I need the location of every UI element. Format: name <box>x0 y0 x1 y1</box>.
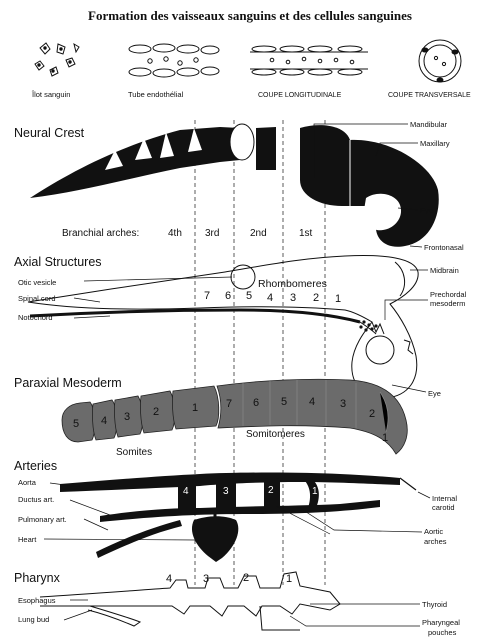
arch-3rd-label: 3rd <box>205 228 219 239</box>
pharyngeal-label: Pharyngeal <box>422 618 460 627</box>
notochord <box>29 308 377 335</box>
somites-label: Somites <box>116 447 152 458</box>
rhombomere-numbers: 7 6 5 4 3 2 1 <box>204 290 341 305</box>
aorta-label: Aorta <box>18 478 37 487</box>
tube-endothelial-sketch <box>128 43 220 78</box>
somitomere-6: 6 <box>253 397 259 409</box>
rhombomere-4: 4 <box>267 292 273 304</box>
coupe-longitudinale-sketch <box>250 45 368 76</box>
somitomeres-label: Somitomeres <box>246 429 305 440</box>
somite-2: 2 <box>153 406 159 418</box>
axial-leaders <box>73 269 428 393</box>
midbrain-label: Midbrain <box>430 266 459 275</box>
ductus-label: Ductus art. <box>18 495 54 504</box>
arch-4th-label: 4th <box>168 228 182 239</box>
somite-5: 5 <box>73 418 79 430</box>
branchial-arches-label: Branchial arches: <box>62 228 139 239</box>
axial-structures-title: Axial Structures <box>14 255 102 269</box>
pharynx-leaders <box>63 599 420 627</box>
coupe-transversale-label: COUPE TRANSVERSALE <box>388 92 471 99</box>
pouch-numbers: 4 3 2 1 <box>166 572 292 585</box>
paraxial-mesoderm-title: Paraxial Mesoderm <box>14 376 122 390</box>
somites-blocks <box>61 385 220 443</box>
eye-label-axial: Eye <box>428 389 441 398</box>
coupe-longitudinale-label: COUPE LONGITUDINALE <box>258 92 342 99</box>
spinal-cord-label: Spinal cord <box>18 294 56 303</box>
prechordal-dots <box>359 320 378 332</box>
rhombomere-7: 7 <box>204 290 210 302</box>
pouch-2: 2 <box>243 572 249 584</box>
arteries-title: Arteries <box>14 459 57 473</box>
arch-2nd-label: 2nd <box>250 228 267 239</box>
arch-2: 2 <box>268 485 274 496</box>
arch-3: 3 <box>223 486 229 497</box>
neural-crest-shape <box>30 123 439 247</box>
rhombomere-3: 3 <box>290 292 296 304</box>
ilot-sanguin-sketch <box>34 42 80 77</box>
rhombomere-2: 2 <box>313 292 319 304</box>
somite-numbers: 5 4 3 2 1 <box>73 402 198 430</box>
pulmonary-label: Pulmonary art. <box>18 515 67 524</box>
somitomere-3: 3 <box>340 398 346 410</box>
somitomere-7: 7 <box>226 398 232 410</box>
arch-4: 4 <box>183 486 189 497</box>
somitomere-2: 2 <box>369 408 375 420</box>
somite-4: 4 <box>101 415 107 427</box>
ilot-sanguin-label: Îlot sanguin <box>31 90 70 99</box>
pouch-3: 3 <box>203 573 209 585</box>
aorta-vessels <box>60 472 417 562</box>
pharynx-title: Pharynx <box>14 571 61 585</box>
arteries-leaders <box>43 482 431 541</box>
rhombomere-5: 5 <box>246 290 252 302</box>
somite-1: 1 <box>192 402 198 414</box>
esophagus-label: Esophagus <box>18 596 56 605</box>
neural-crest-title: Neural Crest <box>14 126 85 140</box>
mandibular-label: Mandibular <box>410 120 448 129</box>
notochord-label: Notochord <box>18 313 53 322</box>
eye-label-crest: Eye <box>420 206 433 215</box>
pharynx-outline <box>39 571 341 631</box>
somitomere-5: 5 <box>281 396 287 408</box>
pouch-4: 4 <box>166 573 172 585</box>
arch-numbers: 4 3 2 1 <box>183 485 318 497</box>
pouches-label: pouches <box>428 628 457 637</box>
arches-label: arches <box>424 537 447 546</box>
otic-vesicle-label: Otic vesicle <box>18 278 56 287</box>
arch-1st-label: 1st <box>299 228 313 239</box>
somitomere-dividers <box>242 380 389 433</box>
internal-label: Internal <box>432 494 457 503</box>
arch-1: 1 <box>312 486 318 497</box>
heart-label: Heart <box>18 535 37 544</box>
tube-endothelial-label: Tube endothélial <box>128 90 184 99</box>
rhombomere-6: 6 <box>225 290 231 302</box>
somitomere-numbers: 7 6 5 4 3 2 1 <box>226 396 388 444</box>
somite-3: 3 <box>124 411 130 423</box>
thyroid-label: Thyroid <box>422 600 447 609</box>
pouch-1: 1 <box>286 573 292 585</box>
coupe-transversale-sketch <box>418 39 462 83</box>
somitomere-4: 4 <box>309 396 315 408</box>
maxillary-label: Maxillary <box>420 139 450 148</box>
neural-crest-leaders <box>313 123 423 248</box>
aortic-label: Aortic <box>424 527 443 536</box>
rhombomere-1: 1 <box>335 293 341 305</box>
prechordal-label: Prechordal <box>430 290 467 299</box>
frontonasal-label: Frontonasal <box>424 243 464 252</box>
carotid-label: carotid <box>432 503 455 512</box>
lung-bud-label: Lung bud <box>18 615 49 624</box>
figure-title: Formation des vaisseaux sanguins et des … <box>88 8 412 23</box>
somitomere-1: 1 <box>382 432 388 444</box>
somitomeres-band <box>216 378 408 455</box>
mesoderm-label: mesoderm <box>430 299 465 308</box>
rhombomeres-label: Rhombomeres <box>258 278 327 290</box>
